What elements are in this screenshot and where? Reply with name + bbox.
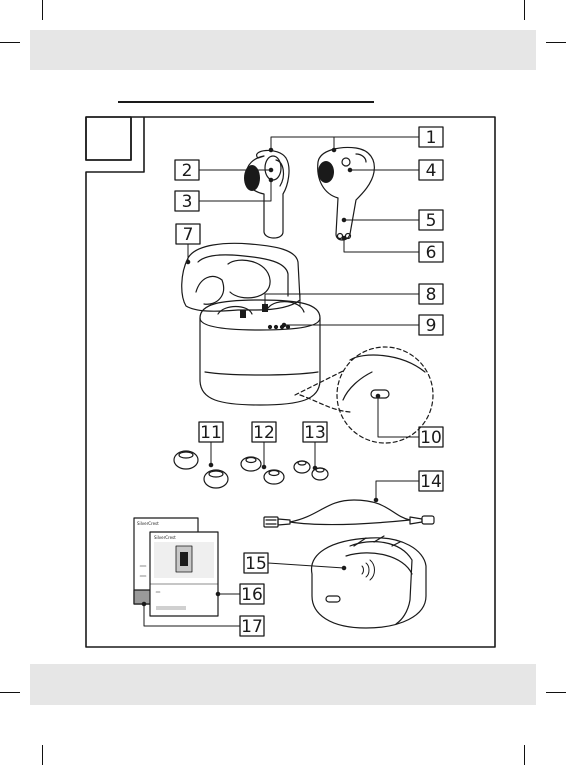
- callout-15: 15: [245, 554, 267, 574]
- earbud-left-drawing: [244, 150, 289, 238]
- manual-brand-left: SilverCrest: [137, 521, 159, 526]
- ear-tips-drawing: [174, 451, 328, 488]
- callout-1: 1: [426, 128, 437, 148]
- callout-9: 9: [426, 316, 437, 336]
- callout-3: 3: [182, 192, 193, 212]
- callout-5: 5: [426, 211, 437, 231]
- figure-frame: [86, 117, 495, 647]
- callout-11: 11: [200, 423, 222, 443]
- callout-4: 4: [426, 161, 437, 181]
- callout-10: 10: [420, 428, 442, 448]
- callout-17: 17: [241, 617, 263, 637]
- callout-8: 8: [426, 285, 437, 305]
- callout-13: 13: [304, 423, 326, 443]
- callout-12: 12: [253, 423, 275, 443]
- charging-case-open-drawing: [182, 243, 320, 405]
- callout-2: 2: [182, 161, 193, 181]
- user-manual-drawing: [134, 518, 218, 616]
- manual-brand-right: SilverCrest: [154, 535, 176, 540]
- usb-cable-drawing: [264, 500, 434, 527]
- corner-label-box: [86, 117, 131, 160]
- callout-14: 14: [420, 472, 442, 492]
- charging-case-closed-drawing: [312, 536, 426, 628]
- earbud-right-drawing: [318, 148, 375, 240]
- callout-16: 16: [241, 585, 263, 605]
- callout-7: 7: [183, 225, 194, 245]
- callout-6: 6: [426, 243, 437, 263]
